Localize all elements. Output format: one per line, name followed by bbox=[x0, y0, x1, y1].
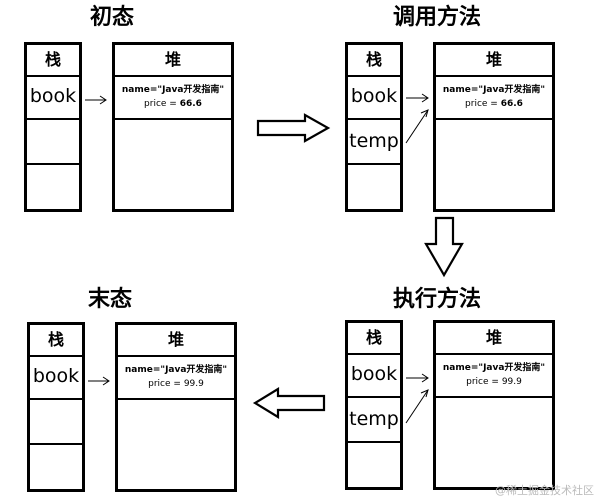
object-name: name="Java开发指南" bbox=[124, 365, 228, 375]
step-arrow-right bbox=[256, 113, 331, 143]
object-name: name="Java开发指南" bbox=[442, 363, 546, 373]
stack-cell-empty bbox=[348, 443, 400, 488]
panel-call-method: 栈 book temp 堆 name="Java开发指南" price = 66… bbox=[345, 42, 565, 222]
stack-header: 栈 bbox=[27, 45, 79, 77]
title-initial: 初态 bbox=[90, 5, 135, 30]
stack-box: 栈 book temp bbox=[345, 320, 403, 490]
stack-cell-empty bbox=[27, 165, 79, 210]
stack-header: 栈 bbox=[30, 325, 82, 357]
panel-execute-method: 栈 book temp 堆 name="Java开发指南" price = 99… bbox=[345, 320, 565, 500]
var-temp: temp bbox=[349, 408, 399, 430]
stack-box: 栈 book temp bbox=[345, 42, 403, 212]
stack-header: 栈 bbox=[348, 45, 400, 77]
object-price: price = 66.6 bbox=[115, 99, 231, 109]
stack-header: 栈 bbox=[348, 323, 400, 355]
stack-cell-temp: temp bbox=[348, 120, 400, 165]
price-value: 66.6 bbox=[500, 99, 523, 109]
heap-box: 堆 name="Java开发指南" price = 99.9 bbox=[433, 320, 555, 490]
price-value: 99.9 bbox=[183, 379, 204, 389]
price-label: price = bbox=[144, 99, 180, 109]
title-execute-method: 执行方法 bbox=[393, 287, 482, 312]
panel-initial: 栈 book 堆 name="Java开发指南" price = 66.6 bbox=[24, 42, 244, 222]
heap-box: 堆 name="Java开发指南" price = 66.6 bbox=[433, 42, 555, 212]
title-call-method: 调用方法 bbox=[393, 5, 482, 30]
heap-header: 堆 bbox=[118, 325, 234, 357]
price-value: 66.6 bbox=[179, 99, 202, 109]
stack-cell-empty bbox=[27, 120, 79, 165]
title-final: 末态 bbox=[88, 287, 133, 312]
step-arrow-down bbox=[424, 216, 464, 278]
object-name: name="Java开发指南" bbox=[442, 85, 546, 95]
step-arrow-left bbox=[252, 387, 326, 419]
book-object: name="Java开发指南" price = 99.9 bbox=[436, 353, 552, 398]
stack-cell-book: book bbox=[348, 75, 400, 120]
var-temp: temp bbox=[349, 130, 399, 152]
price-label: price = bbox=[466, 377, 502, 387]
var-book: book bbox=[350, 85, 398, 107]
heap-header: 堆 bbox=[436, 323, 552, 355]
object-price: price = 99.9 bbox=[118, 379, 234, 389]
book-object: name="Java开发指南" price = 66.6 bbox=[436, 75, 552, 120]
var-book: book bbox=[29, 85, 77, 107]
object-name: name="Java开发指南" bbox=[121, 85, 225, 95]
heap-box: 堆 name="Java开发指南" price = 66.6 bbox=[112, 42, 234, 212]
book-object: name="Java开发指南" price = 99.9 bbox=[118, 355, 234, 400]
price-label: price = bbox=[148, 379, 184, 389]
stack-box: 栈 book bbox=[24, 42, 82, 212]
price-value: 99.9 bbox=[501, 377, 522, 387]
var-book: book bbox=[350, 363, 398, 385]
heap-header: 堆 bbox=[436, 45, 552, 77]
heap-header: 堆 bbox=[115, 45, 231, 77]
object-price: price = 66.6 bbox=[436, 99, 552, 109]
watermark: @稀土掘金技术社区 bbox=[495, 484, 594, 497]
stack-cell-book: book bbox=[30, 355, 82, 400]
var-book: book bbox=[32, 365, 80, 387]
stack-cell-empty bbox=[30, 400, 82, 445]
stack-cell-temp: temp bbox=[348, 398, 400, 443]
book-object: name="Java开发指南" price = 66.6 bbox=[115, 75, 231, 120]
object-price: price = 99.9 bbox=[436, 377, 552, 387]
stack-cell-book: book bbox=[27, 75, 79, 120]
stack-cell-empty bbox=[348, 165, 400, 210]
stack-box: 栈 book bbox=[27, 322, 85, 492]
stack-cell-book: book bbox=[348, 353, 400, 398]
price-label: price = bbox=[465, 99, 501, 109]
stack-cell-empty bbox=[30, 445, 82, 490]
panel-final: 栈 book 堆 name="Java开发指南" price = 99.9 bbox=[27, 322, 247, 502]
heap-box: 堆 name="Java开发指南" price = 99.9 bbox=[115, 322, 237, 492]
